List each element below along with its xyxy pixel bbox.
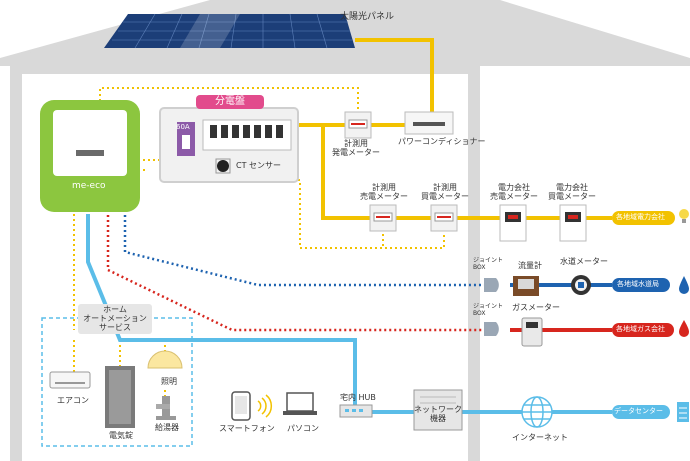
- buy-meter-label: 計測用 買電メーター: [421, 183, 469, 201]
- gas-meter-label: ガスメーター: [512, 303, 560, 312]
- gas-pill-bg: [612, 323, 674, 337]
- water-meter-label: 水道メーター: [560, 257, 608, 266]
- smartphone-label: スマートフォン: [219, 424, 275, 433]
- network-device-icon: [413, 389, 463, 431]
- joint-box-2-label: ジョイント BOX: [473, 303, 504, 317]
- aircon-icon: [49, 371, 91, 389]
- gas-destination-label: 各地域ガス会社: [616, 325, 665, 333]
- internet-label: インターネット: [512, 433, 568, 442]
- hub-icon: [339, 404, 373, 418]
- power-destination-label: 各地域電力会社: [616, 213, 665, 221]
- water-drop-icon: [679, 276, 689, 294]
- power-conditioner-icon: [404, 111, 454, 135]
- water-meter-icon: [571, 275, 591, 295]
- home-automation-title: ホーム オートメーション サービス: [78, 304, 152, 335]
- sell-meter-label: 計測用 売電メーター: [360, 183, 408, 201]
- power-conditioner-label: パワーコンディショナー: [398, 137, 486, 146]
- gas-sensor-line: [106, 210, 490, 332]
- solar-panel-label: 太陽光パネル: [340, 12, 395, 22]
- ct-sensor-frame: [215, 158, 231, 174]
- hot-water-label: 給湯器: [155, 423, 179, 432]
- pc-label: パソコン: [287, 424, 319, 433]
- flow-meter-icon: [513, 276, 539, 296]
- hub-label: 宅内 HUB: [340, 393, 376, 402]
- water-sensor-line: [123, 210, 490, 287]
- joint-box-1-label: ジョイント BOX: [473, 257, 504, 271]
- utility-sell-meter-icon: [499, 204, 527, 242]
- meco-device: [40, 100, 140, 212]
- ct-sensor-icon: [217, 160, 229, 172]
- wifi-signal-icon: [257, 394, 273, 418]
- smartphone-icon: [231, 391, 251, 421]
- joint-box-2-icon: [484, 322, 499, 336]
- gen-meter-label: 計測用 発電メーター: [332, 139, 380, 157]
- electric-lock-label: 電気錠: [109, 431, 133, 440]
- electric-lock-icon: [105, 366, 135, 428]
- joint-box-1-icon: [484, 278, 499, 292]
- ct-sensor-label: CT センサー: [236, 161, 282, 170]
- server-icon: [677, 402, 689, 422]
- globe-icon: [521, 396, 553, 428]
- network-line: [86, 214, 612, 414]
- power-pill-bg: [612, 211, 675, 225]
- distribution-panel: [159, 107, 299, 183]
- datacenter-pill-bg: [612, 405, 670, 419]
- gas-meter-icon: [521, 317, 543, 347]
- utility-buy-meter-icon: [559, 204, 587, 242]
- breaker-amp-label: 60A: [176, 123, 190, 131]
- laptop-icon: [283, 392, 317, 415]
- flame-icon: [679, 320, 689, 337]
- water-pill-bg: [612, 278, 670, 292]
- lighting-label: 照明: [161, 377, 177, 386]
- solar-panel-icon: [104, 13, 355, 49]
- datacenter-destination-label: データセンター: [614, 407, 663, 415]
- lighting-icon: [147, 350, 183, 369]
- distribution-panel-title: 分電盤: [196, 95, 264, 109]
- water-destination-label: 各地域水道局: [617, 280, 659, 288]
- breaker-switches: [210, 125, 283, 138]
- lightbulb-icon: [679, 209, 689, 223]
- gen-meter-icon: [344, 111, 372, 139]
- home-automation-area: [41, 317, 193, 447]
- hot-water-icon: [156, 396, 176, 420]
- meco-label: me-eco: [72, 181, 106, 191]
- buy-meter-icon: [430, 204, 458, 232]
- flow-meter-label: 流量計: [518, 261, 542, 270]
- utility-buy-meter-label: 電力会社 買電メーター: [548, 183, 596, 201]
- sell-meter-icon: [369, 204, 397, 232]
- aircon-label: エアコン: [57, 396, 89, 405]
- network-device-label: ネットワーク 機器: [414, 405, 462, 423]
- utility-sell-meter-label: 電力会社 売電メーター: [490, 183, 538, 201]
